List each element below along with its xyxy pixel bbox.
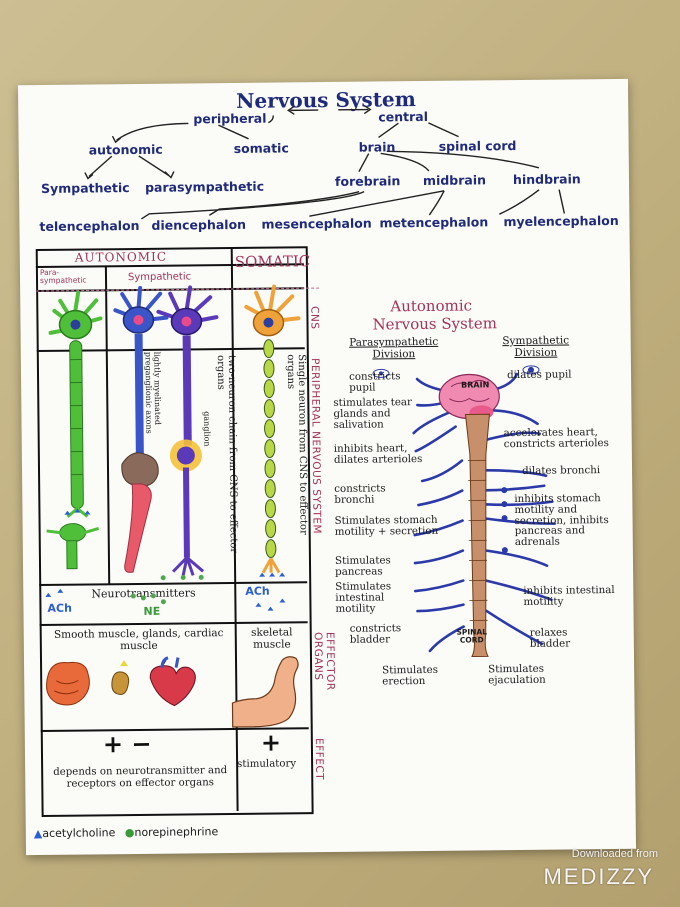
watermark-logo: MEDIZZY [543, 864, 654, 889]
intestine-icon [46, 661, 90, 706]
symp-effect-4: inhibits stomach motility and secretion,… [514, 492, 609, 549]
sympathetic-postganglionic-neuron [156, 285, 219, 581]
para-effect-1: constricts pupil [348, 370, 401, 394]
ans-diagram [372, 365, 556, 658]
symp-effect-5: inhibits intestinal motility [523, 583, 615, 608]
flexed-arm-icon [231, 656, 299, 728]
para-effect-2: stimulates tear glands and salivation [333, 396, 413, 431]
heart-icon [149, 656, 196, 707]
adrenal-gland-icon [111, 660, 130, 695]
eye-left-icon [372, 368, 390, 378]
ans-brain-label: BRAIN [461, 380, 490, 390]
parasympathetic-neuron [46, 290, 103, 570]
para-effect-8: constricts bladder [349, 622, 402, 646]
symp-effect-7: Stimulates ejaculation [488, 662, 546, 687]
ans-nerves-right [482, 372, 556, 646]
ans-nerves-left [412, 377, 465, 653]
para-effect-6: Stimulates pancreas [334, 554, 391, 578]
spinal-cord-icon [464, 413, 491, 658]
para-effect-7: Stimulates intestinal motility [335, 580, 392, 615]
tree-connectors [84, 105, 566, 220]
somatic-motor-neuron [244, 284, 301, 577]
eye-right-icon [522, 365, 540, 375]
watermark-line1: Downloaded from [571, 848, 658, 860]
poster-sheet: Nervous System peripheral central autono… [17, 78, 637, 856]
nt-symbols [45, 588, 286, 611]
symp-effect-6: relaxes bladder [529, 626, 571, 650]
ans-ganglia [501, 487, 508, 554]
symp-effect-2: accelerates heart, constricts arterioles [503, 426, 609, 450]
symp-effect-1: dilates pupil [506, 368, 572, 382]
para-effect-5: Stimulates stomach motility + secretion [334, 513, 439, 538]
ans-spinal-cord-label: SPINAL CORD [456, 627, 488, 645]
neurons-illustration [46, 284, 301, 581]
para-effect-4: constricts bronchi [334, 482, 386, 506]
para-effect-9: Stimulates erection [382, 663, 439, 688]
symp-effect-3: dilates bronchi [521, 464, 601, 477]
organ-illustrations [46, 656, 299, 728]
sympathetic-preganglionic-neuron [113, 285, 169, 573]
para-effect-3: inhibits heart, dilates arterioles [333, 442, 423, 466]
